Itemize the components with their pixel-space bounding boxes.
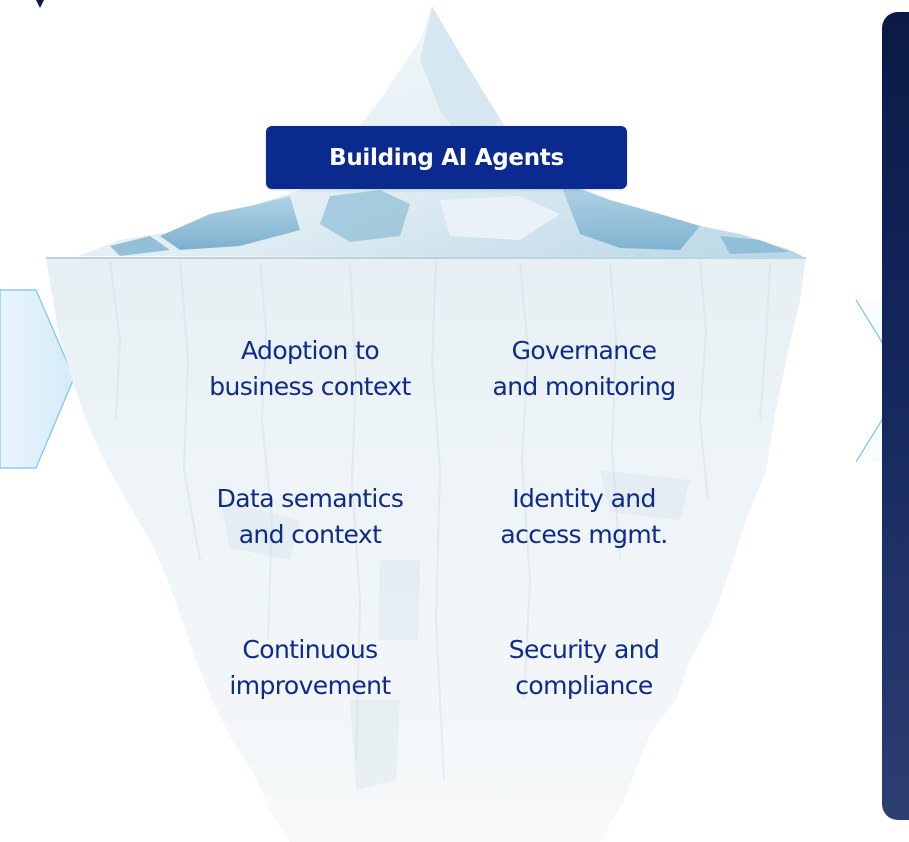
item-data-semantics: Data semantics and context — [180, 481, 440, 553]
title-text: Building AI Agents — [329, 144, 564, 171]
item-line: and context — [238, 520, 382, 549]
side-panel — [882, 12, 909, 820]
item-line: Adoption to — [240, 336, 380, 365]
item-adoption: Adoption to business context — [180, 333, 440, 405]
item-line: Security and — [508, 635, 660, 664]
item-line: and monitoring — [492, 372, 676, 401]
item-line: improvement — [229, 671, 391, 700]
item-line: compliance — [515, 671, 653, 700]
item-identity: Identity and access mgmt. — [454, 481, 714, 553]
item-governance: Governance and monitoring — [454, 333, 714, 405]
item-security: Security and compliance — [454, 632, 714, 704]
item-continuous-improvement: Continuous improvement — [180, 632, 440, 704]
left-chevron-shape — [0, 289, 75, 469]
iceberg-underwater-body — [46, 258, 806, 842]
title-badge: Building AI Agents — [266, 126, 627, 189]
item-line: access mgmt. — [500, 520, 668, 549]
item-line: business context — [209, 372, 411, 401]
item-line: Governance — [511, 336, 657, 365]
corner-mark — [36, 0, 44, 8]
item-line: Continuous — [242, 635, 378, 664]
item-line: Identity and — [512, 484, 656, 513]
item-line: Data semantics — [216, 484, 404, 513]
